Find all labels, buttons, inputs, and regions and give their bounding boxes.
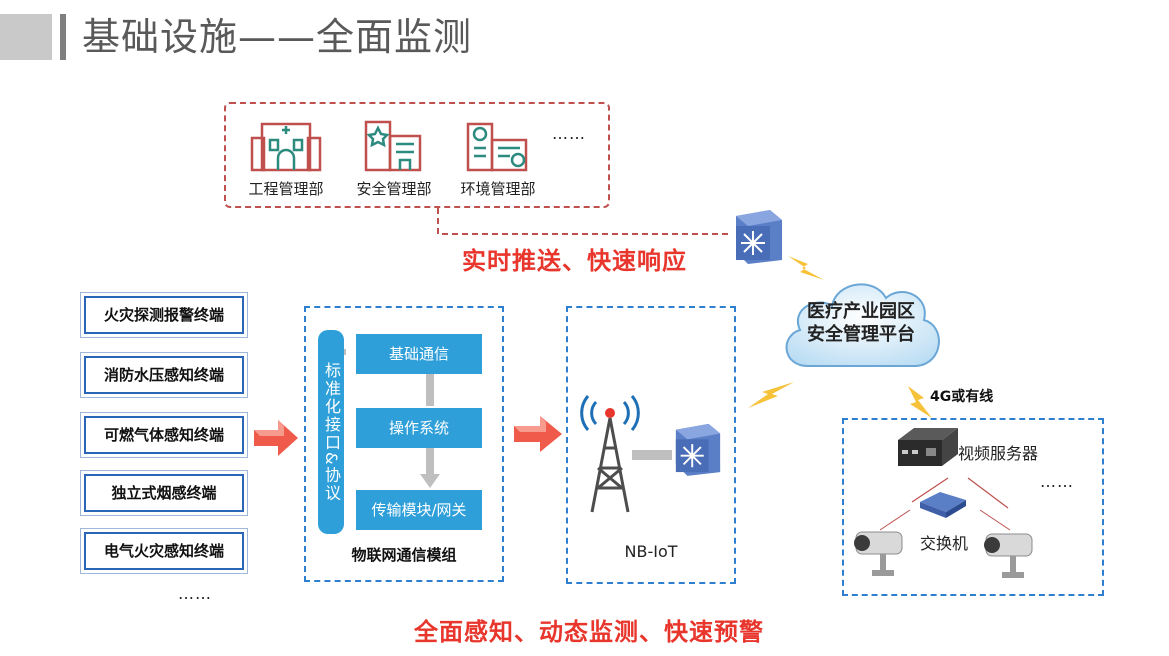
video-group: 视频服务器 …… 交换机 [842,418,1104,596]
department-environment: 环境管理部 [448,118,548,199]
dept-connector-line [437,208,730,235]
arrow-right-icon [254,420,298,456]
lightning-icon [748,382,794,408]
department-label: 安全管理部 [356,180,432,198]
department-engineering: 工程管理部 [236,118,336,199]
title-accent-block [0,14,52,60]
module-step-transport: 传输模块/网关 [356,490,482,530]
terminals-more: …… [178,584,212,603]
title-accent-bar [60,14,66,60]
video-links [911,477,1009,509]
terminal-water-pressure: 消防水压感知终端 [84,356,244,394]
department-security: 安全管理部 [344,118,444,199]
terminal-fire-alarm: 火灾探测报警终端 [84,296,244,334]
switch-label: 交换机 [920,534,969,553]
department-label: 环境管理部 [460,180,536,198]
bottom-slogan-text: 全面感知、动态监测、快速预警 [414,618,764,646]
video-server-label: 视频服务器 [958,444,1039,463]
terminal-electrical-fire: 电气火灾感知终端 [84,532,244,570]
terminal-gas-sensor: 可燃气体感知终端 [84,416,244,454]
arrow-right-icon [514,416,562,452]
hospital-building-icon [250,122,322,172]
4g-link-label: 4G或有线 [930,389,994,405]
iot-module-caption: 物联网通信模组 [351,546,457,564]
camera-icon [854,531,903,576]
department-label: 工程管理部 [248,180,324,198]
departments-group: 工程管理部 安全管理部 环境管理部 [224,102,610,208]
push-response-text: 实时推送、快速响应 [462,247,687,275]
lightning-icon [908,386,932,418]
module-flow-arrowhead [420,474,440,488]
module-step-basic-comm: 基础通信 [356,334,482,374]
iot-module-group: 标准化接口&协议 基础通信 操作系统 传输模块/网关 物联网通信模组 [304,306,504,582]
cell-tower-icon [580,395,640,513]
page-title: 基础设施——全面监测 [82,15,473,59]
factory-building-icon [466,122,528,172]
video-server-icon [898,428,958,466]
security-building-icon [364,120,422,172]
module-step-os: 操作系统 [356,408,482,448]
cloud-icon [785,283,940,367]
nb-iot-group: NB-IoT [566,306,736,584]
switch-icon [920,492,966,518]
camera-icon [984,533,1033,578]
departments-more: …… [552,124,586,143]
router-icon [736,210,782,264]
cloud-platform-label: 医疗产业园区安全管理平台 [807,301,915,345]
standard-interface-label: 标准化接口&协议 [318,330,344,534]
terminal-smoke-sensor: 独立式烟感终端 [84,474,244,512]
network-switch-icon [675,423,721,476]
lightning-icon [788,256,824,280]
camera-links [879,509,1011,531]
nb-iot-label: NB-IoT [624,542,678,561]
video-more: …… [1040,472,1074,491]
